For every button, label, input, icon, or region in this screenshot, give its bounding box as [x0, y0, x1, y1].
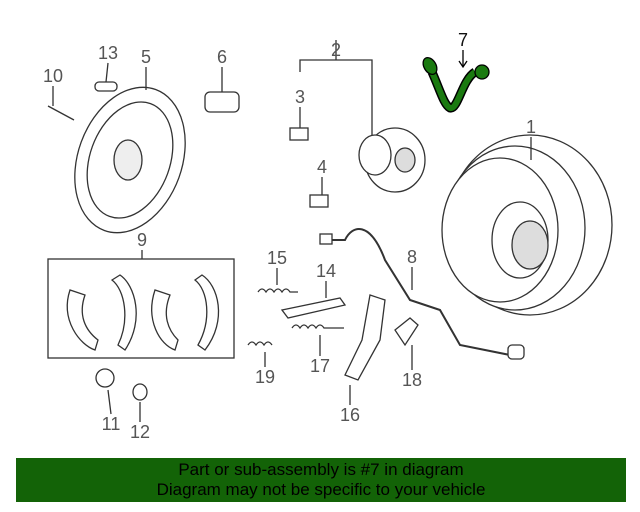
callout-12[interactable]: 12: [129, 422, 151, 442]
callout-4[interactable]: 4: [316, 157, 328, 177]
callout-14[interactable]: 14: [315, 261, 337, 281]
callout-2[interactable]: 2: [330, 40, 342, 60]
banner-line-2: Diagram may not be specific to your vehi…: [156, 480, 486, 499]
callout-16[interactable]: 16: [339, 405, 361, 425]
callout-10[interactable]: 10: [42, 66, 64, 86]
brake-hose-drawing[interactable]: [420, 55, 490, 113]
callout-9[interactable]: 9: [136, 230, 148, 250]
callout-11[interactable]: 11: [101, 414, 121, 434]
callout-13[interactable]: 13: [97, 43, 119, 63]
callout-8[interactable]: 8: [406, 247, 418, 267]
brake-drum-drawing[interactable]: [441, 134, 613, 316]
callout-3[interactable]: 3: [294, 87, 306, 107]
banner-line-1: Part or sub-assembly is #7 in diagram: [178, 460, 464, 479]
callout-19[interactable]: 19: [254, 367, 276, 387]
callout-1[interactable]: 1: [525, 117, 537, 137]
callout-17[interactable]: 17: [309, 356, 331, 376]
callout-7[interactable]: 7: [457, 30, 469, 50]
callout-18[interactable]: 18: [401, 370, 423, 390]
callout-5[interactable]: 5: [140, 47, 152, 67]
callout-6[interactable]: 6: [216, 47, 228, 67]
callout-15[interactable]: 15: [266, 248, 288, 268]
backing-plate-drawing[interactable]: [55, 72, 204, 249]
info-banner: Part or sub-assembly is #7 in diagram Di…: [16, 458, 626, 502]
